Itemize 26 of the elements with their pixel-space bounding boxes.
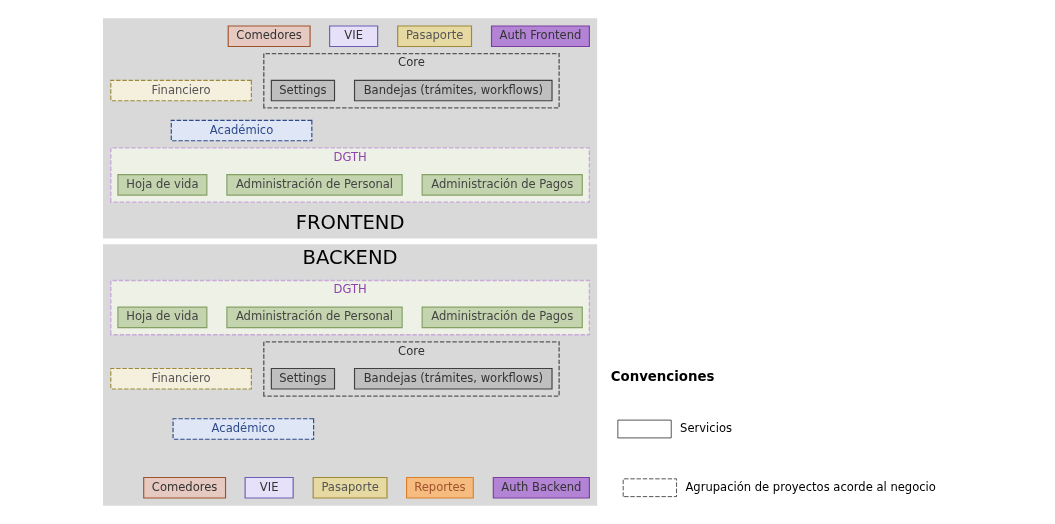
node-box: Bandejas (trámites, workflows) — [353, 367, 553, 390]
node-box: Settings — [270, 79, 335, 102]
node-box: Hoja de vida — [116, 174, 207, 196]
node-box: Hoja de vida — [116, 306, 207, 329]
node-box: Comedores — [227, 25, 311, 48]
node-box: Reportes — [405, 476, 474, 499]
node-box: Administración de Personal — [225, 174, 403, 196]
node-box: Académico — [172, 418, 314, 440]
legend-label: Agrupación de proyectos acorde al negocio — [684, 479, 936, 494]
node-box: Administración de Personal — [225, 306, 403, 329]
node-box: Bandejas (trámites, workflows) — [353, 79, 553, 102]
node-box: Pasaporte — [396, 25, 472, 48]
node-box: Auth Frontend — [490, 25, 590, 48]
node-box: Settings — [270, 367, 335, 390]
node-box: Pasaporte — [312, 476, 388, 499]
node-box: Administración de Pagos — [421, 306, 583, 329]
node-box: Financiero — [109, 367, 252, 390]
node-box: VIE — [328, 25, 378, 48]
node-box: Académico — [170, 119, 312, 142]
node-box: Auth Backend — [492, 476, 590, 499]
node-box: Comedores — [142, 476, 226, 499]
legend-label: Servicios — [679, 421, 732, 436]
label: Convenciones — [610, 368, 714, 384]
node-box: VIE — [244, 476, 294, 499]
node-box: Administración de Pagos — [421, 174, 583, 196]
node-box: Financiero — [109, 79, 252, 102]
